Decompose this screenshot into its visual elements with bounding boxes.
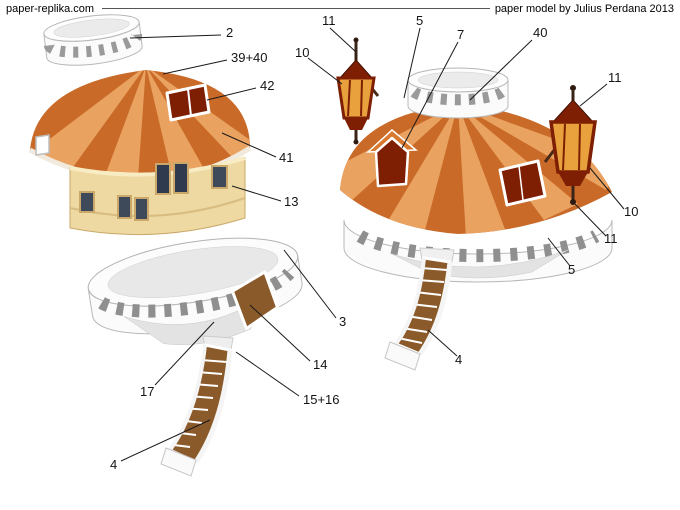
part-label: 41 [279,150,293,165]
dormer-face [374,136,410,188]
site-name: paper-replika.com [6,3,95,15]
leader-line [249,304,311,362]
lantern-glass [548,120,598,174]
leader-line [154,321,215,386]
roof-stripes [340,104,612,234]
stair-rail-left [168,344,207,452]
baluster-slots [410,87,506,106]
leader-line [574,203,607,237]
stair-rail-right [193,349,233,464]
part-label: 5 [568,262,575,277]
part-label: 4 [455,352,462,367]
finial-ball [353,37,359,43]
leader-line [120,419,211,462]
ring-underside [123,289,274,346]
finial-ball [570,85,576,91]
roof-hatch-window [165,83,211,122]
part-label: 5 [416,13,423,28]
leader-line [401,41,459,149]
lantern-cap [551,99,595,123]
baluster-slots [356,230,600,263]
leader-line [283,249,337,319]
stair-rail-left [394,257,426,346]
part-label: 39+40 [231,50,268,65]
stair-foot [160,447,197,477]
part-label: 11 [608,70,622,85]
wall-windows [79,162,228,221]
stair-steps [165,359,228,448]
top-crown-ring [407,67,509,119]
door-panel [230,270,280,330]
lantern-base [558,172,588,186]
leader-line [427,329,458,357]
leader-line [469,39,533,101]
lantern-mullions [347,79,363,117]
staircase [384,247,455,371]
credit-text: paper model by Julius Perdana 2013 [494,3,674,15]
lantern-right [543,85,598,205]
leader-line [547,237,571,267]
exploded-callouts: 2 39+40 42 41 13 3 14 15+16 17 4 [110,25,346,472]
roof-dome [28,70,252,183]
staircase [160,335,234,477]
stair-steps [397,267,448,344]
lantern-mullions [562,123,581,171]
exploded-view: 2 39+40 42 41 13 3 14 15+16 17 4 [28,14,346,477]
roof-hatch-divider [187,88,192,117]
leader-line [589,167,625,210]
part-label: 7 [457,27,464,42]
part-label: 17 [140,384,154,399]
assembled-callouts: 11 5 7 40 10 11 10 11 5 4 [295,13,638,367]
baluster-slots [98,268,295,318]
leader-line [231,185,282,202]
leader-line [307,57,343,85]
drop-ball [353,139,359,145]
assembled-view: 11 5 7 40 10 11 10 11 5 4 [295,13,638,371]
leader-line [206,87,257,101]
part-label: 13 [284,194,298,209]
part-label: 15+16 [303,392,340,407]
lantern-base [344,118,368,130]
side-window [35,134,50,156]
part-label: 10 [624,204,638,219]
lantern-left [336,37,380,145]
top-rule [102,8,490,9]
part-label: 10 [295,45,309,60]
dormer-window [365,129,418,188]
wall-band [69,156,246,236]
leader-line [235,351,300,397]
leader-line [403,27,421,99]
part-label: 4 [110,457,117,472]
part-label: 3 [339,314,346,329]
stair-rail-right [417,261,453,356]
part-label: 2 [226,25,233,40]
stair-foot [384,341,421,371]
part-label: 11 [604,231,618,246]
leader-line [579,83,608,107]
balcony-ring [87,237,303,346]
lantern-cap [338,59,374,79]
part-label: 40 [533,25,547,40]
drop-ball [570,199,576,205]
crown-ring-part [43,14,143,66]
leader-line [329,27,357,53]
roof-hatch-divider [518,165,524,201]
part-label: 14 [313,357,327,372]
part-label: 11 [322,13,336,28]
leader-line [162,59,228,75]
part-label: 42 [260,78,274,93]
leader-line [221,132,277,158]
roof-hatch-window [498,159,547,207]
lantern-glass [336,76,376,120]
leader-line [129,34,222,39]
